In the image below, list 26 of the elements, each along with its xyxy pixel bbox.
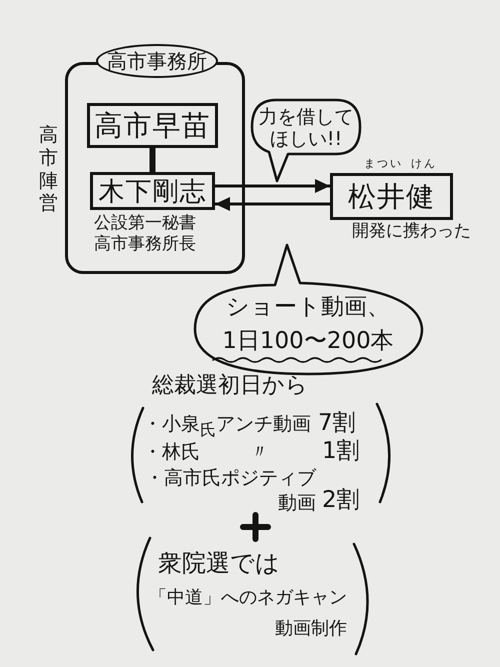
share-text: 1割 [322, 437, 360, 466]
name-box: 高市早苗 [87, 103, 218, 148]
arrow [215, 179, 330, 193]
box-heading: 高市事務所 [96, 44, 218, 78]
furigana: けん [411, 157, 437, 170]
bubble-text: ショート動画、1日100〜200本 [221, 293, 395, 356]
note-text: 開発に携わった [352, 222, 471, 241]
job-title: 公設第一秘書 [94, 213, 196, 234]
note-text: 「中道」へのネガキャン動画制作 [148, 586, 347, 641]
name-box: 木下剛志 [90, 172, 215, 210]
heading-text: 衆院選では [158, 548, 280, 579]
heading-text: 総裁選初日から [152, 372, 308, 400]
connector-line [150, 148, 156, 172]
arrow [215, 197, 330, 211]
share-text: 2割 [322, 486, 360, 515]
name-box: 松井健 [330, 173, 453, 220]
speech-bubble [250, 98, 362, 184]
list-item: ・林氏 [143, 440, 200, 465]
side-label: 高市陣営 [38, 124, 59, 216]
furigana: まつい [364, 157, 403, 170]
job-title: 高市事務所長 [94, 234, 196, 254]
bubble-text: 力を借してほしい!! [258, 106, 354, 150]
list-item: ・高市氏ポジティブ動画 [144, 466, 316, 516]
list-item: ・小泉$_{氏}$アンチ動画 [143, 412, 311, 440]
share-text: 7割 [318, 409, 356, 438]
ditto-mark: 〃 [250, 440, 269, 465]
